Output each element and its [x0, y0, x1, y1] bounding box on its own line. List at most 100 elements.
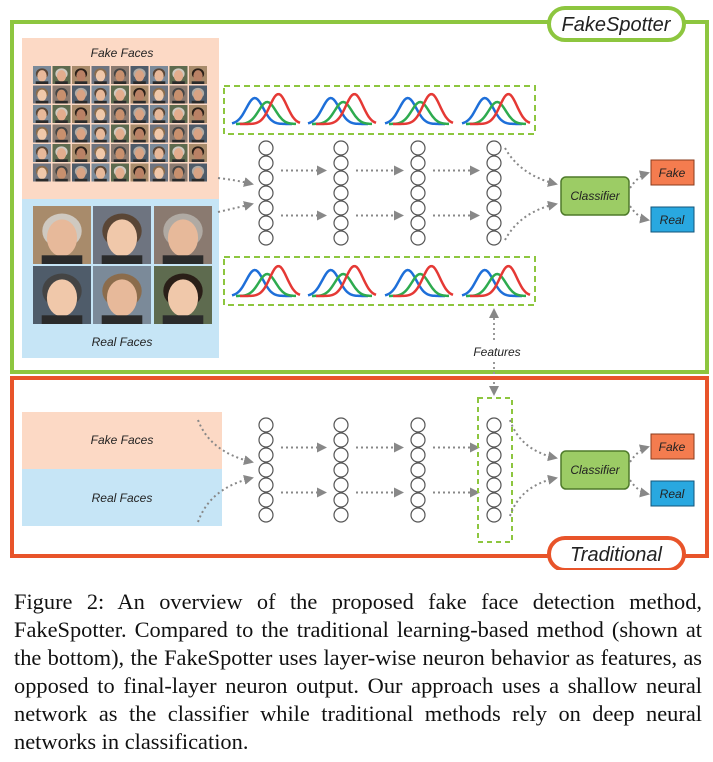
face-clothing	[35, 81, 49, 84]
neuron	[333, 432, 349, 448]
face-clothing	[172, 159, 185, 162]
face-skin	[37, 148, 47, 160]
face-skin	[154, 70, 164, 82]
face-skin	[193, 128, 203, 141]
fake-face-thumbnail	[72, 85, 90, 104]
neuron	[333, 155, 349, 171]
neuron	[486, 140, 502, 156]
neuron	[486, 185, 502, 201]
fake-face-thumbnail	[111, 66, 129, 84]
curve-group	[231, 264, 301, 298]
fake-face-thumbnail	[91, 105, 110, 123]
fake-face-thumbnail	[91, 66, 110, 84]
neuron	[258, 200, 274, 216]
face-clothing	[94, 100, 107, 104]
traditional-panel	[10, 376, 709, 558]
fake-face-thumbnail	[52, 144, 71, 162]
neuron	[486, 432, 502, 448]
fake-face-thumbnail	[150, 66, 168, 84]
face-skin	[134, 148, 145, 160]
bottom-to-fake-arrow	[629, 444, 650, 463]
face-skin	[76, 148, 86, 160]
face-skin	[154, 148, 164, 160]
face-skin	[76, 89, 86, 102]
bottom-feature-box	[223, 256, 536, 306]
red-curve	[470, 92, 531, 126]
face-clothing	[162, 315, 204, 324]
fake-face-thumbnail	[72, 105, 90, 123]
curve-group	[307, 92, 377, 126]
face-skin	[193, 70, 203, 82]
face-skin	[37, 128, 47, 141]
face-clothing	[35, 100, 49, 104]
fake-input-arrow	[217, 177, 254, 187]
neuron	[486, 447, 502, 463]
face-skin	[37, 167, 47, 180]
neuron	[333, 447, 349, 463]
fake-face-thumbnail	[130, 85, 149, 104]
face-skin	[115, 148, 125, 160]
curve-group	[461, 92, 531, 126]
face-skin	[193, 109, 203, 121]
neuron	[410, 507, 426, 523]
traditional-badge-text: Traditional	[570, 544, 662, 566]
fake-face-thumbnail	[111, 105, 129, 123]
neuron	[486, 462, 502, 478]
real-face-photos	[33, 206, 212, 324]
face-skin	[193, 148, 203, 160]
face-clothing	[55, 159, 68, 162]
fake-face-thumbnail	[111, 144, 129, 162]
face-skin	[76, 128, 86, 141]
fakespotter-badge-text: FakeSpotter	[562, 14, 672, 36]
face-skin	[115, 167, 125, 180]
fake-faces-label: Fake Faces	[91, 46, 154, 60]
neuron	[258, 170, 274, 186]
fake-face-thumbnail	[130, 124, 149, 143]
face-clothing	[35, 178, 49, 182]
face-skin	[173, 109, 184, 121]
fake-face-thumbnail	[33, 85, 51, 104]
fake-face-thumbnail	[150, 144, 168, 162]
face-skin	[56, 109, 67, 121]
face-clothing	[152, 139, 166, 143]
red-curve	[240, 92, 301, 126]
face-skin	[193, 89, 203, 102]
face-skin	[134, 89, 145, 102]
neuron	[333, 477, 349, 493]
fake-face-thumbnail	[91, 124, 110, 143]
face-clothing	[172, 139, 185, 143]
fake-face-thumbnail	[189, 144, 207, 162]
face-skin	[154, 109, 164, 121]
face-skin	[56, 148, 67, 160]
neuron	[486, 417, 502, 433]
bottom-classifier-label: Classifier	[570, 463, 620, 477]
fake-face-thumbnail	[91, 144, 110, 162]
face-clothing	[191, 159, 205, 162]
top-classifier-box	[560, 176, 630, 216]
bottom-fake-input-arrow	[197, 419, 254, 466]
fake-face-thumbnail	[189, 66, 207, 84]
neuron	[258, 230, 274, 246]
bottom-real-output-label: Real	[660, 487, 685, 501]
face-skin	[173, 128, 184, 141]
face-skin	[167, 219, 199, 257]
neuron	[486, 477, 502, 493]
neuron	[333, 417, 349, 433]
face-skin	[76, 70, 86, 82]
neuron	[333, 170, 349, 186]
face-clothing	[74, 139, 88, 143]
face-clothing	[133, 100, 146, 104]
neuron	[410, 447, 426, 463]
fake-face-thumbnail	[33, 66, 51, 84]
face-clothing	[55, 81, 68, 84]
fake-face-thumbnail	[111, 124, 129, 143]
face-clothing	[74, 178, 88, 182]
face-clothing	[113, 159, 127, 162]
fake-face-thumbnails	[33, 66, 207, 182]
face-clothing	[74, 100, 88, 104]
fake-face-thumbnail	[169, 66, 188, 84]
face-skin	[173, 70, 184, 82]
top-real-output-label: Real	[660, 213, 685, 227]
fake-face-thumbnail	[169, 144, 188, 162]
face-skin	[115, 70, 125, 82]
